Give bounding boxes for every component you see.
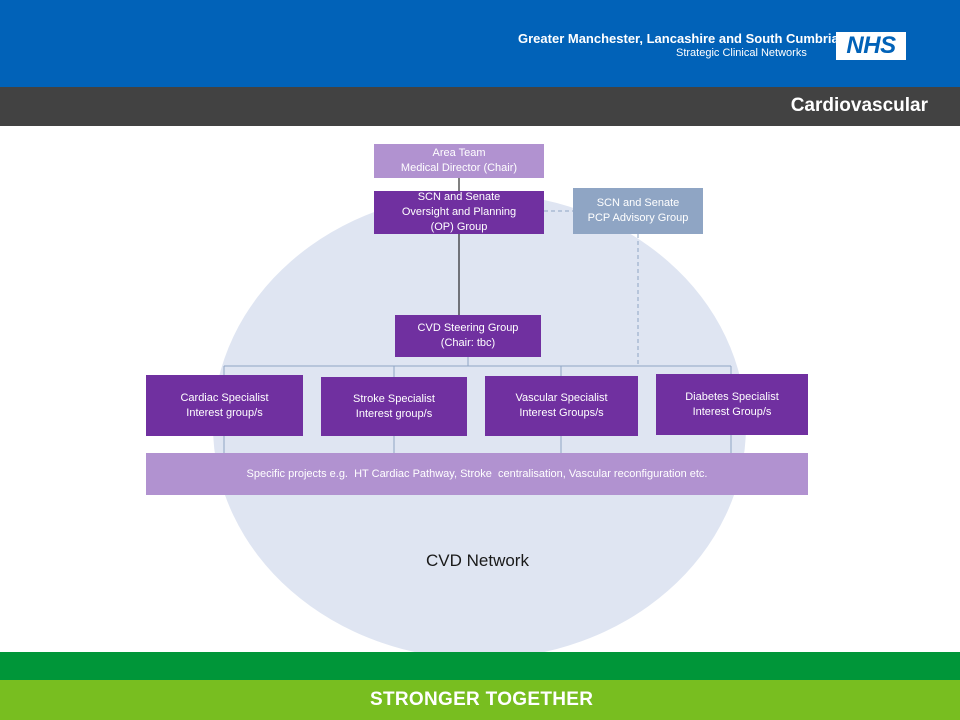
header-banner: Greater Manchester, Lancashire and South… — [0, 0, 960, 87]
diabetes-line2: Interest Group/s — [692, 405, 772, 418]
diabetes-specialist-box: Diabetes Specialist Interest Group/s — [656, 374, 808, 435]
pcp-group-line1: SCN and Senate — [596, 197, 680, 209]
steering-line1: CVD Steering Group — [417, 322, 519, 334]
specific-projects-box: Specific projects e.g. HT Cardiac Pathwa… — [146, 453, 808, 495]
nhs-logo: NHS — [836, 32, 906, 60]
steering-line2: (Chair: tbc) — [440, 337, 496, 349]
stroke-specialist-box: Stroke Specialist Interest group/s — [321, 377, 467, 436]
area-team-line2: Medical Director (Chair) — [400, 162, 518, 174]
op-group-line1: SCN and Senate — [417, 191, 501, 203]
cardiac-line1: Cardiac Specialist — [180, 391, 269, 404]
area-team-line1: Area Team — [432, 147, 486, 159]
pcp-advisory-box: SCN and Senate PCP Advisory Group — [573, 188, 703, 234]
org-subtitle: Strategic Clinical Networks — [676, 47, 807, 59]
pcp-group-line2: PCP Advisory Group — [587, 212, 689, 224]
diabetes-line1: Diabetes Specialist — [685, 390, 779, 403]
cardiac-line2: Interest group/s — [186, 406, 263, 419]
stroke-line2: Interest group/s — [355, 407, 433, 420]
area-team-box: Area Team Medical Director (Chair) — [374, 144, 544, 178]
steering-group-box: CVD Steering Group (Chair: tbc) — [395, 315, 541, 357]
vascular-specialist-box: Vascular Specialist Interest Groups/s — [485, 376, 638, 436]
footer-stripe — [0, 652, 960, 680]
footer-tagline: STRONGER TOGETHER — [370, 689, 594, 710]
title-bar: Cardiovascular — [0, 87, 960, 126]
cardiac-specialist-box: Cardiac Specialist Interest group/s — [146, 375, 303, 436]
footer-bar — [0, 680, 960, 720]
page-title: Cardiovascular — [790, 95, 928, 116]
cvd-network-label: CVD Network — [426, 551, 529, 570]
projects-text: Specific projects e.g. HT Cardiac Pathwa… — [246, 467, 708, 480]
op-group-box: SCN and Senate Oversight and Planning (O… — [374, 191, 544, 234]
vascular-line2: Interest Groups/s — [519, 407, 604, 419]
vascular-line1: Vascular Specialist — [515, 392, 608, 404]
op-group-line3: (OP) Group — [430, 221, 488, 233]
op-group-line2: Oversight and Planning — [401, 206, 517, 218]
stroke-line1: Stroke Specialist — [353, 392, 435, 405]
org-name: Greater Manchester, Lancashire and South… — [518, 31, 839, 46]
